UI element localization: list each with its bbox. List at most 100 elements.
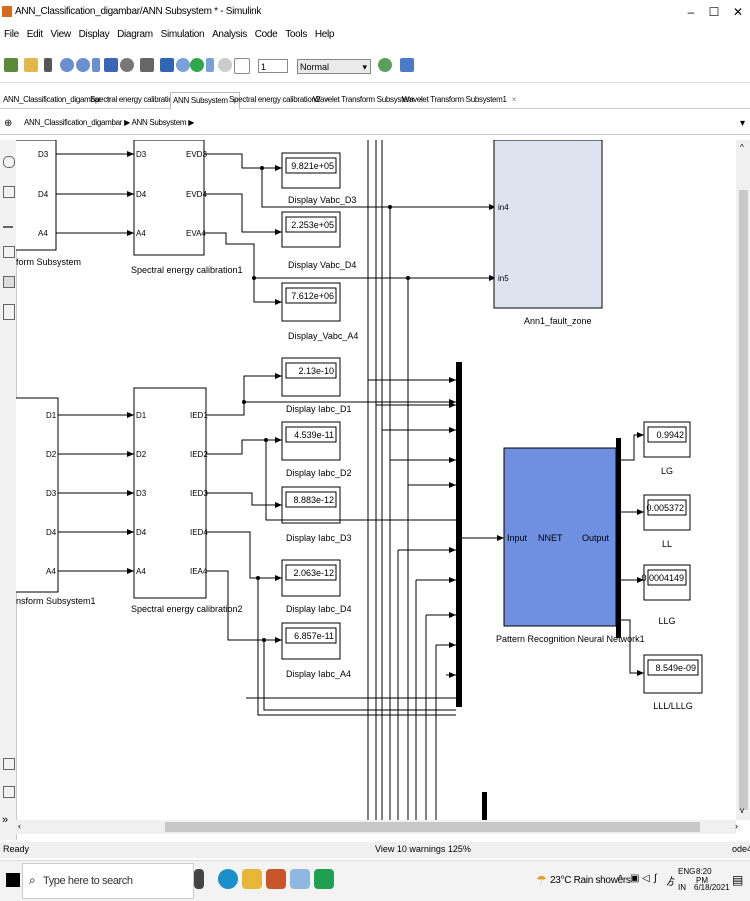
open-folder-icon[interactable] <box>24 58 38 72</box>
file-explorer-icon[interactable] <box>242 869 262 889</box>
pattern-recognition-nn-block[interactable]: Input NNET Output Pattern Recognition Ne… <box>496 447 645 644</box>
menu-file[interactable]: File <box>4 29 19 40</box>
simulation-mode-select[interactable]: Normal ▾ <box>297 59 371 74</box>
back-arrow-icon[interactable] <box>60 58 74 72</box>
close-tab-icon[interactable]: × <box>106 95 111 104</box>
stop-icon[interactable] <box>218 58 232 72</box>
new-model-icon[interactable] <box>4 58 18 72</box>
collapse-palette-icon[interactable]: » <box>2 814 9 826</box>
scroll-right-icon[interactable]: › <box>735 821 738 831</box>
green-app-icon[interactable] <box>314 869 334 889</box>
network-icon[interactable]: ▣ <box>630 873 640 884</box>
model-explorer-icon[interactable] <box>140 58 154 72</box>
model-advisor-icon[interactable] <box>378 58 392 72</box>
weather-text[interactable]: 23°C Rain showers <box>550 875 631 886</box>
menu-code[interactable]: Code <box>254 29 278 40</box>
menu-view[interactable]: View <box>50 29 72 40</box>
annotation-icon[interactable] <box>3 246 15 258</box>
wavelet-transform-subsystem-block[interactable]: D3 D4 A4 form Subsystem <box>16 140 81 267</box>
record-icon[interactable] <box>160 58 174 72</box>
taskbar-search-input[interactable]: ⌕ Type here to search <box>22 863 194 899</box>
spectral-energy-calibration2-block[interactable]: D1 D2 D3 D4 A4 IED1 IED2 IED3 IED4 IEA4 … <box>131 387 243 614</box>
spectral-energy-calibration1-block[interactable]: D3 D4 A4 EVD3 EVD4 EVA4 Spectral energy … <box>131 140 243 275</box>
scroll-up-icon[interactable]: ^ <box>740 143 744 152</box>
fit-to-view-icon[interactable] <box>3 186 15 198</box>
stop-time-input[interactable]: 1 <box>258 59 288 73</box>
model-canvas[interactable]: D3 D4 A4 form Subsystem D3 D4 A4 EVD3 EV… <box>16 140 736 820</box>
close-tab-icon[interactable]: × <box>324 95 330 104</box>
edge-browser-icon[interactable] <box>218 869 238 889</box>
vertical-scroll-thumb[interactable] <box>739 190 748 810</box>
tab-ann-classification[interactable]: ANN_Classification_digambar× <box>3 92 111 108</box>
display-lg-block[interactable]: 0.9942 LG <box>643 421 691 476</box>
display-llg-block[interactable]: 0.0004149 LLG <box>641 564 691 626</box>
display-iabc-d4-block[interactable]: 2.063e-12 Display Iabc_D4 <box>281 559 352 614</box>
close-tab-icon[interactable]: × <box>418 95 424 104</box>
property-inspector-icon[interactable] <box>3 786 15 798</box>
model-browser-icon[interactable] <box>3 758 15 770</box>
clock-time[interactable]: 8:20 PM <box>696 867 712 885</box>
task-view-icon[interactable] <box>194 869 204 889</box>
matlab-icon[interactable] <box>266 869 286 889</box>
scroll-left-icon[interactable]: ‹ <box>18 821 21 831</box>
display-ll-block[interactable]: 0.005372 LL <box>643 494 691 549</box>
pen-app-icon[interactable] <box>290 869 310 889</box>
display-iabc-a4-block[interactable]: 6.857e-11 Display Iabc_A4 <box>281 622 351 679</box>
windows-start-icon[interactable] <box>6 873 20 887</box>
menu-help[interactable]: Help <box>314 29 335 40</box>
close-button[interactable]: ✕ <box>732 5 744 19</box>
display-vabc-d3-block[interactable]: 9.821e+05 Display Vabc_D3 <box>281 152 356 205</box>
volume-icon[interactable]: ◁ <box>642 873 650 884</box>
wavelet-transform-subsystem1-block[interactable]: D1 D2 D3 D4 A4 nsform Subsystem1 <box>16 397 96 606</box>
hide-explorer-icon[interactable]: ⊕ <box>4 118 13 129</box>
zoom-icon[interactable] <box>3 156 15 168</box>
library-browser-icon[interactable] <box>104 58 118 72</box>
build-icon[interactable] <box>400 58 414 72</box>
breadcrumb-child[interactable]: ANN Subsystem <box>131 118 187 127</box>
tray-chevron-icon[interactable]: ^ <box>618 874 623 885</box>
close-tab-icon[interactable]: × <box>232 96 238 105</box>
area-icon[interactable] <box>3 304 15 320</box>
forward-arrow-icon[interactable] <box>76 58 90 72</box>
mux-block[interactable] <box>456 362 462 707</box>
connector-icon[interactable] <box>3 216 13 228</box>
maximize-button[interactable]: ☐ <box>708 5 720 19</box>
close-tab-icon[interactable]: × <box>511 95 517 104</box>
save-icon[interactable] <box>44 58 52 72</box>
display-vabc-a4-block[interactable]: 7.612e+06 Display_Vabc_A4 <box>281 282 358 341</box>
language-code[interactable]: ENG <box>678 867 696 876</box>
display-iabc-d3-block[interactable]: 8.883e-12 Display Iabc_D3 <box>281 486 352 543</box>
tab-wavelet-transform-1[interactable]: Wavelet Transform Subsystem1× <box>402 92 516 108</box>
notification-icon[interactable]: ▤ <box>732 873 744 887</box>
horizontal-scroll-thumb[interactable] <box>165 822 700 832</box>
pen-icon[interactable]: ∫ <box>654 873 657 884</box>
image-icon[interactable] <box>3 276 15 288</box>
menu-diagram[interactable]: Diagram <box>117 29 153 40</box>
run-icon[interactable] <box>190 58 204 72</box>
display-lll-block[interactable]: 8.549e-09 LLL/LLLG <box>643 654 703 711</box>
scope-icon[interactable] <box>234 58 250 74</box>
up-arrow-icon[interactable] <box>92 58 100 72</box>
status-warnings[interactable]: View 10 warnings 125% <box>375 844 471 854</box>
ime-icon[interactable]: ゟ <box>666 877 676 888</box>
scroll-down-icon[interactable]: v <box>740 806 744 815</box>
breadcrumb-root[interactable]: ANN_Classification_digambar <box>24 118 123 127</box>
step-back-icon[interactable] <box>176 58 190 72</box>
minimize-button[interactable]: – <box>687 5 695 19</box>
tab-spectral-energy-2[interactable]: Spectral energy calibration2× <box>229 92 329 108</box>
step-forward-icon[interactable] <box>206 58 214 72</box>
menu-analysis[interactable]: Analysis <box>212 29 247 40</box>
menu-display[interactable]: Display <box>78 29 110 40</box>
menu-simulation[interactable]: Simulation <box>160 29 205 40</box>
display-vabc-d4-block[interactable]: 2.253e+05 Display Vabc_D4 <box>281 211 356 270</box>
menu-edit[interactable]: Edit <box>26 29 43 40</box>
tab-ann-subsystem[interactable]: ANN Subsystem× <box>170 92 241 109</box>
language-region[interactable]: IN <box>678 883 686 892</box>
breadcrumb-dropdown-icon[interactable]: ▾ <box>740 118 746 129</box>
display-iabc-d1-block[interactable]: 2.13e-10 Display Iabc_D1 <box>281 357 352 414</box>
menu-tools[interactable]: Tools <box>285 29 308 40</box>
clock-date[interactable]: 6/18/2021 <box>694 883 730 892</box>
model-settings-gear-icon[interactable] <box>120 58 134 72</box>
demux-block[interactable] <box>616 438 621 638</box>
tab-wavelet-transform[interactable]: Wavelet Transform Subsystem× <box>313 92 423 108</box>
